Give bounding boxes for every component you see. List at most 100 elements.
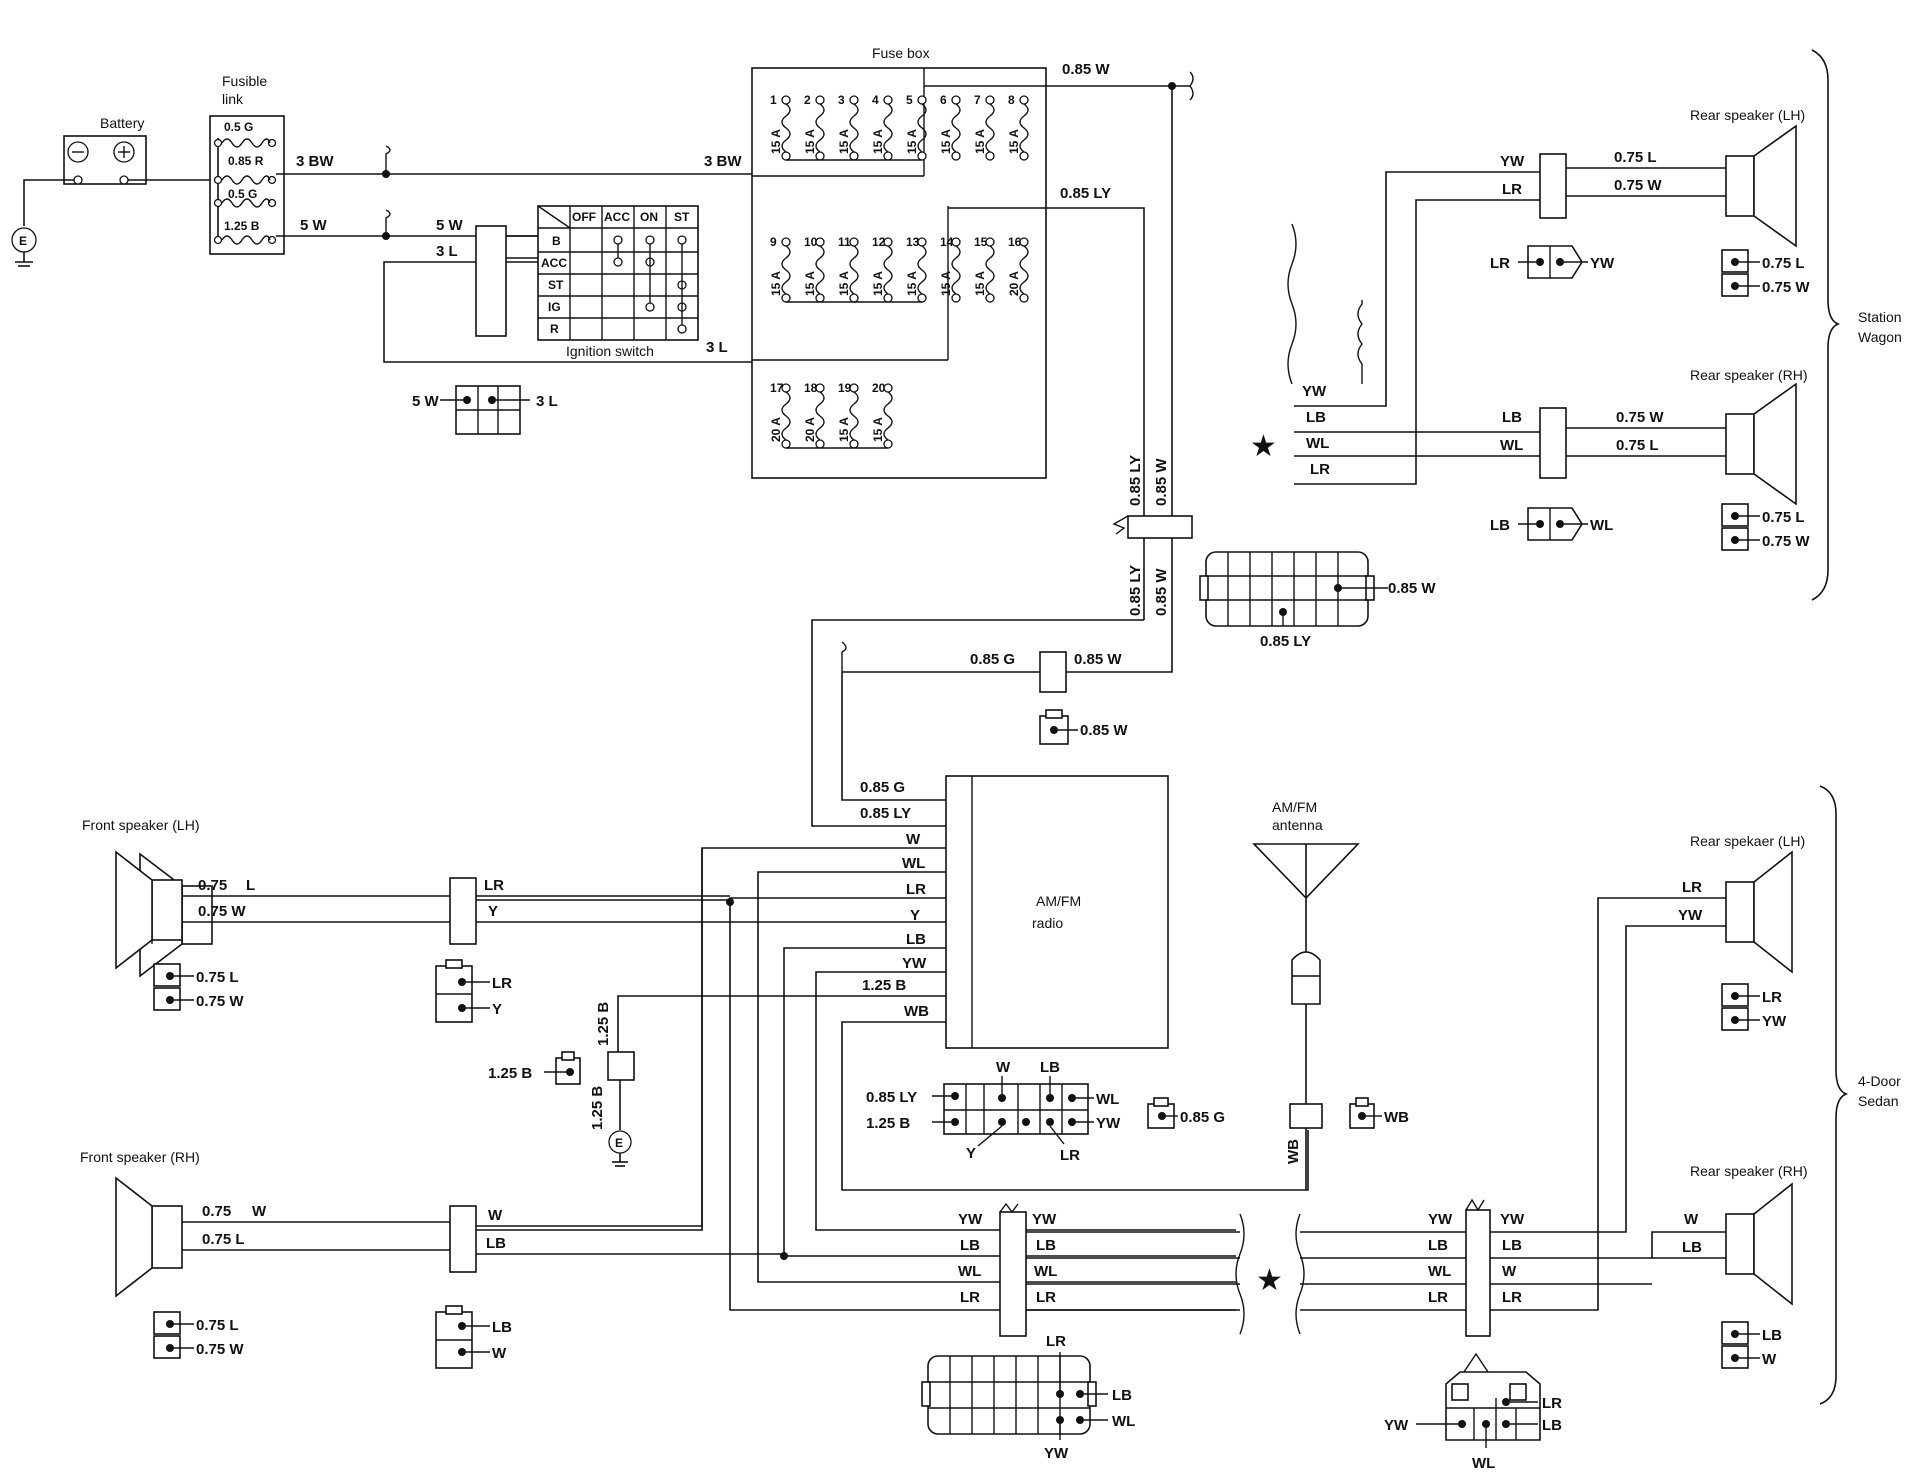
connector-pin-label: W <box>996 1059 1011 1076</box>
connector-pin-label: 3 L <box>536 393 558 410</box>
fuse-rating: 15 A <box>871 129 885 154</box>
fuse-number: 10 <box>804 235 818 249</box>
fuse-number: 18 <box>804 381 818 395</box>
fusible-link-rating: 0.5 G <box>228 187 257 201</box>
wire-label-085w: 0.85 W <box>1074 651 1122 668</box>
wire-color: LB <box>1682 1239 1702 1256</box>
inline-connector <box>1127 515 1193 539</box>
connector-pin-label: 0.75 L <box>1762 509 1805 526</box>
wire-color: LR <box>484 877 504 894</box>
radio-pin-label: 0.85 LY <box>860 805 911 822</box>
wire-color: YW <box>1678 907 1703 924</box>
fuse-rating: 15 A <box>837 129 851 154</box>
connector-pin-label: YW <box>1044 1445 1069 1462</box>
ignition-col-on: ON <box>640 210 658 224</box>
fuse-number: 11 <box>838 235 851 249</box>
radio-label-2: radio <box>1032 915 1063 931</box>
fuse-box: Fuse box <box>751 45 1047 479</box>
connector-pin-label: WL <box>1112 1413 1135 1430</box>
fuse: 615 A <box>939 93 961 161</box>
fuse: 115 A <box>769 93 791 161</box>
connector-pin-label: 0.75 W <box>196 1341 244 1358</box>
fuse: 415 A <box>871 93 893 161</box>
wire-color: LB <box>1428 1237 1448 1254</box>
wire-color: LB <box>1306 409 1326 426</box>
wire-label-3bw: 3 BW <box>296 153 334 170</box>
front-speaker-rh: Front speaker (RH) <box>80 1149 200 1298</box>
sedan-rear-speaker-lh-label: Rear spekaer (LH) <box>1690 833 1805 849</box>
connector-pin-label: WL <box>1096 1091 1119 1108</box>
fuse: 815 A <box>1007 93 1029 161</box>
wire-color: LR <box>1428 1289 1448 1306</box>
radio-pin-label: WB <box>904 1003 929 1020</box>
connector-pin-label: LR <box>492 975 512 992</box>
ignition-switch-label: Ignition switch <box>566 343 654 359</box>
connector-pin-label: WL <box>1472 1455 1495 1472</box>
connector-pin-label: 1.25 B <box>866 1115 910 1132</box>
sedan-harness-connector-face-left: LR LB WL YW <box>921 1333 1135 1462</box>
wagon-rear-speaker-rh-label: Rear speaker (RH) <box>1690 367 1807 383</box>
connector-pin-label: LR <box>1542 1395 1562 1412</box>
wire-color: LR <box>1682 879 1702 896</box>
fuse-rating: 20 A <box>1007 271 1021 296</box>
sedan-harness-connector-right <box>1465 1209 1491 1337</box>
connector-pin-label: YW <box>1762 1013 1787 1030</box>
antenna-label-2: antenna <box>1272 817 1323 833</box>
connector-pin-label: LB <box>1112 1387 1132 1404</box>
radio-pin-label: LR <box>906 881 926 898</box>
sedan-harness-connector-left <box>999 1211 1027 1337</box>
connector-pin-label: 5 W <box>412 393 440 410</box>
connector-pin-label: 0.75 L <box>1762 255 1805 272</box>
wire-label-3l: 3 L <box>436 243 458 260</box>
fuse-rating: 15 A <box>1007 129 1021 154</box>
fuse-rating: 20 A <box>803 417 817 442</box>
wire-gauge: 0.75 <box>198 877 227 894</box>
wire-label-085g: 0.85 G <box>970 651 1015 668</box>
fuse-rating: 15 A <box>905 271 919 296</box>
wagon-label-1: Station <box>1858 309 1902 325</box>
connector-pin-label: LB <box>1040 1059 1060 1076</box>
sedan-harness-connector-face-right: YW LR LB WL <box>1384 1352 1562 1472</box>
connector-pin-label: W <box>1762 1351 1777 1368</box>
ground-connector <box>607 1051 635 1081</box>
wire-label-3l: 3 L <box>706 339 728 356</box>
wire-color: WL <box>1034 1263 1057 1280</box>
wire-color: YW <box>1302 383 1327 400</box>
wire-color: LR <box>1502 181 1522 198</box>
wagon-rear-speaker-rh: Rear speaker (RH) <box>1690 367 1807 506</box>
front-rh-speaker-connector-face: 0.75 L 0.75 W <box>153 1311 244 1359</box>
wire-label-085w: 0.85 W <box>1062 61 1110 78</box>
wire-label-085ly: 0.85 LY <box>1060 185 1111 202</box>
connector-pin-label: 0.85 LY <box>866 1089 917 1106</box>
wire-label-075w: 0.75 W <box>198 903 246 920</box>
ignition-row-st: ST <box>548 278 564 292</box>
radio-pin-label: 1.25 B <box>862 977 906 994</box>
wire-color: WL <box>958 1263 981 1280</box>
fusible-link-rating: 1.25 B <box>224 219 260 233</box>
wire-color: LR <box>1036 1289 1056 1306</box>
connector-pin-label: Y <box>966 1145 976 1162</box>
connector-pin-label: YW <box>1096 1115 1121 1132</box>
wire-color: WL <box>1428 1263 1451 1280</box>
fuse: 18 20 A <box>803 381 825 449</box>
ignition-col-off: OFF <box>572 210 596 224</box>
radio-pin-label: 0.85 G <box>860 779 905 796</box>
sedan-label-2: Sedan <box>1858 1093 1898 1109</box>
fuse-number: 3 <box>838 93 845 107</box>
wire-label-075l: 0.75 L <box>202 1231 245 1248</box>
battery-label: Battery <box>100 115 144 131</box>
wire-color: YW <box>1032 1211 1057 1228</box>
wire-color: W <box>1502 1263 1517 1280</box>
fuse-number: 6 <box>940 93 947 107</box>
radio-pin-label: WL <box>902 855 925 872</box>
fuse: 215 A <box>803 93 825 161</box>
fusible-link: Fusible link 0.5 G 0.85 R 0.5 G 1.25 B <box>209 73 285 255</box>
connector-pin-label: 0.75 L <box>196 1317 239 1334</box>
wire-label-075l: 0.75 L <box>1614 149 1657 166</box>
connector-pin-label: YW <box>1384 1417 1409 1434</box>
connector-pin-label: 0.85 G <box>1180 1109 1225 1126</box>
wagon-brace <box>1811 49 1841 601</box>
radio-pin-label: LB <box>906 931 926 948</box>
